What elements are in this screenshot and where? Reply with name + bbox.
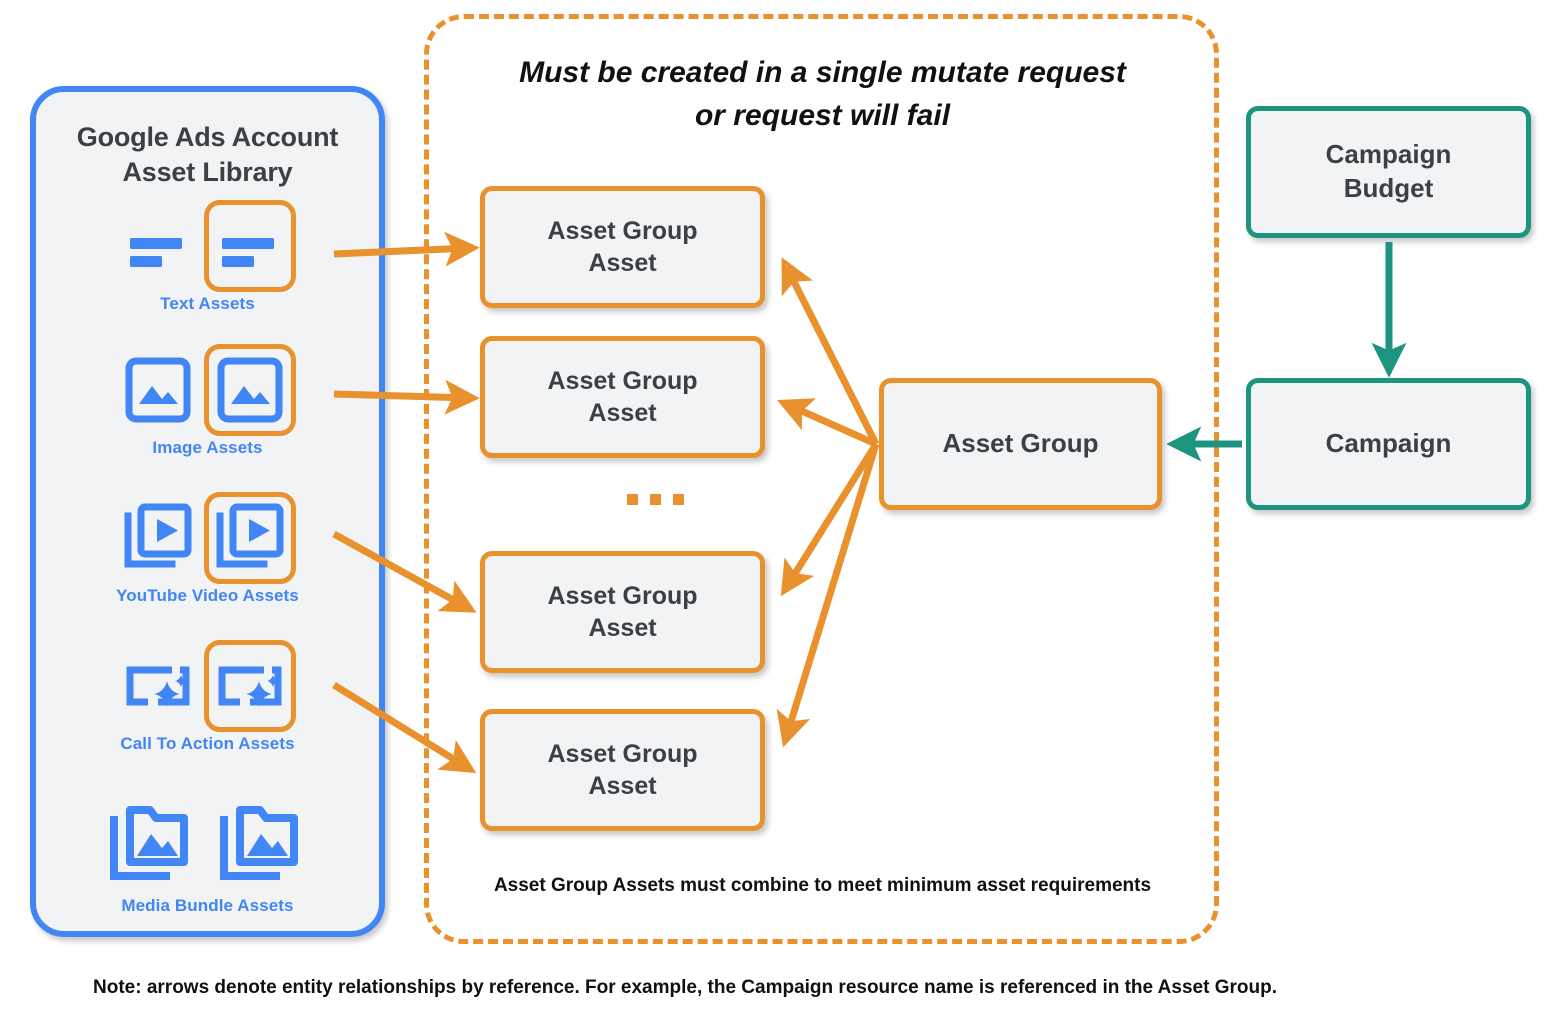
node-asset-group-asset-3[interactable]: Asset Group Asset bbox=[480, 551, 765, 673]
node-asset-group-asset-1[interactable]: Asset Group Asset bbox=[480, 186, 765, 308]
aga-2-line1: Asset Group bbox=[547, 366, 698, 395]
asset-icons-media-bundle bbox=[36, 792, 379, 890]
mutate-container-footnote: Asset Group Assets must combine to meet … bbox=[493, 875, 1152, 896]
video-asset-highlight-box[interactable] bbox=[204, 492, 296, 584]
cta-asset-highlight-box[interactable] bbox=[204, 640, 296, 732]
library-title-line1: Google Ads Account bbox=[76, 122, 339, 152]
asset-caption-video: YouTube Video Assets bbox=[116, 586, 299, 605]
video-stack-icon bbox=[216, 503, 284, 568]
aga-4-line2: Asset bbox=[588, 772, 657, 800]
media-bundle-folder-icon-right bbox=[218, 802, 302, 886]
video-stack-icon bbox=[124, 503, 192, 568]
text-lines-icon bbox=[130, 238, 182, 267]
library-title: Google Ads Account Asset Library bbox=[36, 120, 379, 189]
ellipsis-dot-2 bbox=[650, 494, 661, 505]
asset-row-text: Text Assets bbox=[36, 200, 379, 314]
mutate-request-container bbox=[424, 14, 1219, 944]
text-asset-highlight-box[interactable] bbox=[204, 200, 296, 292]
asset-icons-video bbox=[36, 492, 379, 584]
text-lines-icon-plain bbox=[122, 210, 194, 282]
mutate-request-heading: Must be created in a single mutate reque… bbox=[440, 52, 1205, 137]
mutate-heading-line1: Must be created in a single mutate reque… bbox=[519, 56, 1126, 89]
node-campaign-budget[interactable]: Campaign Budget bbox=[1246, 106, 1531, 238]
image-icon bbox=[217, 357, 283, 423]
image-asset-highlight-box[interactable] bbox=[204, 344, 296, 436]
call-to-action-icon bbox=[126, 666, 190, 707]
node-asset-group[interactable]: Asset Group bbox=[879, 378, 1162, 510]
ellipsis-dot-3 bbox=[673, 494, 684, 505]
asset-icons-text bbox=[36, 200, 379, 292]
call-to-action-icon bbox=[218, 666, 282, 707]
diagram-bottom-note: Note: arrows denote entity relationships… bbox=[93, 977, 1277, 998]
image-icon-plain bbox=[122, 354, 194, 426]
google-ads-asset-library-panel: Google Ads Account Asset Library bbox=[30, 86, 385, 937]
media-bundle-folder-icon bbox=[220, 806, 298, 880]
asset-icons-image bbox=[36, 344, 379, 436]
campaign-budget-line2: Budget bbox=[1343, 173, 1434, 203]
asset-row-cta: Call To Action Assets bbox=[36, 640, 379, 754]
media-bundle-folder-icon-left bbox=[108, 802, 192, 886]
text-lines-icon bbox=[222, 238, 274, 267]
asset-caption-text: Text Assets bbox=[160, 294, 255, 313]
asset-row-image: Image Assets bbox=[36, 344, 379, 458]
video-stack-icon-plain bbox=[122, 502, 194, 574]
media-bundle-folder-icon bbox=[110, 806, 188, 880]
mutate-heading-line2: or request will fail bbox=[694, 98, 951, 132]
asset-group-label: Asset Group bbox=[942, 428, 1099, 459]
node-campaign[interactable]: Campaign bbox=[1246, 378, 1531, 510]
campaign-budget-line1: Campaign bbox=[1325, 139, 1452, 170]
aga-3-line2: Asset bbox=[588, 614, 657, 642]
image-icon bbox=[125, 357, 191, 423]
asset-caption-cta: Call To Action Assets bbox=[120, 734, 295, 753]
node-asset-group-asset-4[interactable]: Asset Group Asset bbox=[480, 709, 765, 831]
asset-row-media-bundle: Media Bundle Assets bbox=[36, 792, 379, 916]
library-title-line2: Asset Library bbox=[122, 156, 293, 187]
asset-caption-media-bundle: Media Bundle Assets bbox=[121, 896, 294, 915]
ellipsis-dot-1 bbox=[627, 494, 638, 505]
aga-1-line1: Asset Group bbox=[547, 216, 698, 245]
campaign-label: Campaign bbox=[1325, 428, 1452, 459]
node-asset-group-asset-2[interactable]: Asset Group Asset bbox=[480, 336, 765, 458]
aga-3-line1: Asset Group bbox=[547, 581, 698, 610]
aga-4-line1: Asset Group bbox=[547, 739, 698, 768]
asset-row-video: YouTube Video Assets bbox=[36, 492, 379, 606]
aga-1-line2: Asset bbox=[588, 249, 657, 277]
asset-group-asset-ellipsis bbox=[627, 494, 684, 505]
asset-icons-cta bbox=[36, 640, 379, 732]
aga-2-line2: Asset bbox=[588, 399, 657, 427]
call-to-action-icon-plain bbox=[122, 650, 194, 722]
asset-caption-image: Image Assets bbox=[152, 438, 263, 457]
